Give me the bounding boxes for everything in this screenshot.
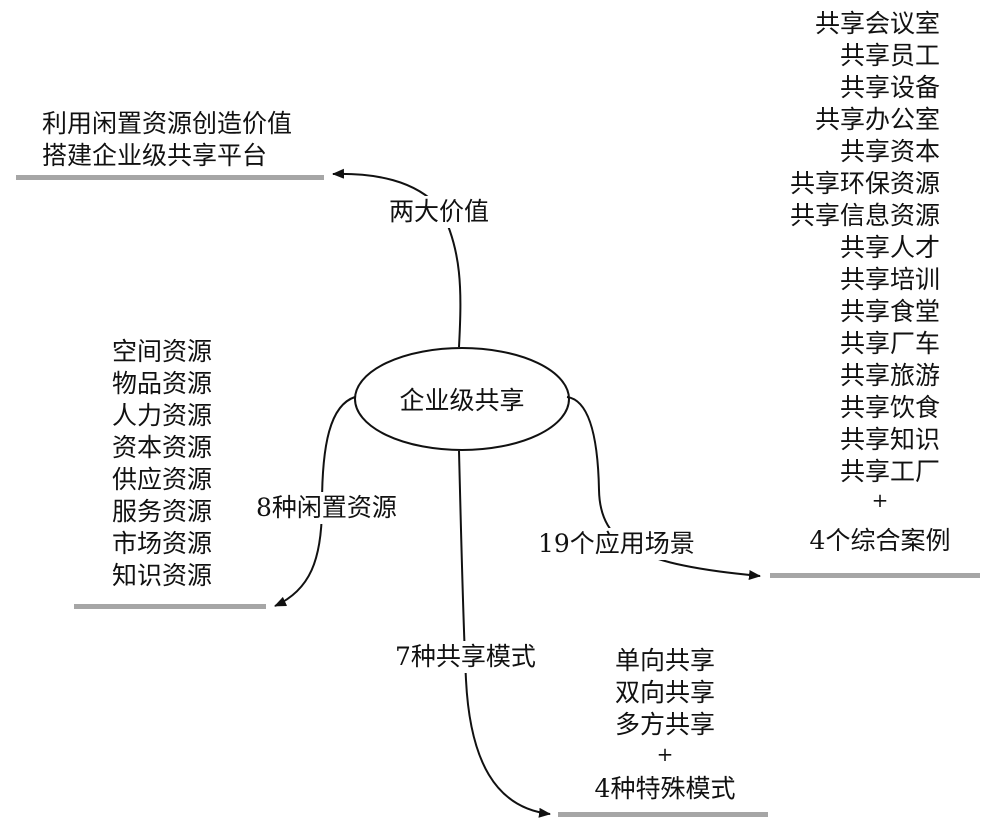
scenarios-underline xyxy=(770,573,980,578)
mode-item: 单向共享 xyxy=(614,646,715,675)
idle-resources-underline xyxy=(74,604,266,609)
modes-plus: + xyxy=(656,742,674,766)
scenario-item: 共享员工 xyxy=(839,41,940,70)
scenario-item: 共享培训 xyxy=(839,265,940,294)
scenario-item: 共享设备 xyxy=(839,73,940,102)
scenarios-item-list: 共享会议室 共享员工 共享设备 共享办公室 共享资本 共享环保资源 共享信息资源… xyxy=(790,8,940,488)
values-item: 搭建企业级共享平台 xyxy=(42,141,268,170)
scenario-item: 共享环保资源 xyxy=(789,169,940,198)
modes-item-list: 单向共享 双向共享 多方共享 xyxy=(560,645,770,741)
scenarios-connector xyxy=(566,396,761,580)
center-node: 企业级共享 xyxy=(354,347,570,451)
scenario-item: 共享会议室 xyxy=(814,9,940,38)
scenario-item: 共享工厂 xyxy=(839,457,940,486)
scenarios-plus: + xyxy=(871,488,889,512)
scenario-item: 共享厂车 xyxy=(839,329,940,358)
modes-branch-label: 7种共享模式 xyxy=(391,641,540,673)
scenario-item: 共享信息资源 xyxy=(789,201,940,230)
scenario-item: 共享人才 xyxy=(839,233,940,262)
values-item: 利用闲置资源创造价值 xyxy=(42,109,293,138)
scenarios-branch-label: 19个应用场景 xyxy=(534,528,699,560)
idle-resources-item-list: 空间资源 物品资源 人力资源 资本资源 供应资源 服务资源 市场资源 知识资源 xyxy=(112,336,212,592)
mode-item: 双向共享 xyxy=(614,678,715,707)
idle-resources-branch-label: 8种闲置资源 xyxy=(252,492,401,524)
idle-resource-item: 空间资源 xyxy=(112,337,213,366)
idle-resource-item: 服务资源 xyxy=(112,497,213,526)
scenario-item: 共享资本 xyxy=(839,137,940,166)
center-node-ellipse xyxy=(354,347,570,451)
values-item-list: 利用闲置资源创造价值 搭建企业级共享平台 xyxy=(42,108,292,172)
scenario-item: 共享知识 xyxy=(839,425,940,454)
idle-resource-item: 物品资源 xyxy=(112,369,213,398)
idle-resource-item: 供应资源 xyxy=(112,465,213,494)
idle-resource-item: 人力资源 xyxy=(112,401,213,430)
mode-item: 多方共享 xyxy=(614,710,715,739)
scenario-item: 共享旅游 xyxy=(839,361,940,390)
scenario-item: 共享饮食 xyxy=(839,393,940,422)
modes-extra: 4种特殊模式 xyxy=(594,774,736,803)
modes-underline xyxy=(558,812,768,817)
center-node-label: 企业级共享 xyxy=(399,386,525,415)
values-branch-label: 两大价值 xyxy=(385,196,494,228)
scenarios-extra: 4个综合案例 xyxy=(809,526,951,555)
idle-resource-item: 知识资源 xyxy=(112,561,213,590)
values-underline xyxy=(16,175,324,180)
scenario-item: 共享办公室 xyxy=(814,105,940,134)
modes-connector xyxy=(458,450,551,818)
scenario-item: 共享食堂 xyxy=(839,297,940,326)
idle-resource-item: 资本资源 xyxy=(112,433,213,462)
idle-resource-item: 市场资源 xyxy=(112,529,213,558)
